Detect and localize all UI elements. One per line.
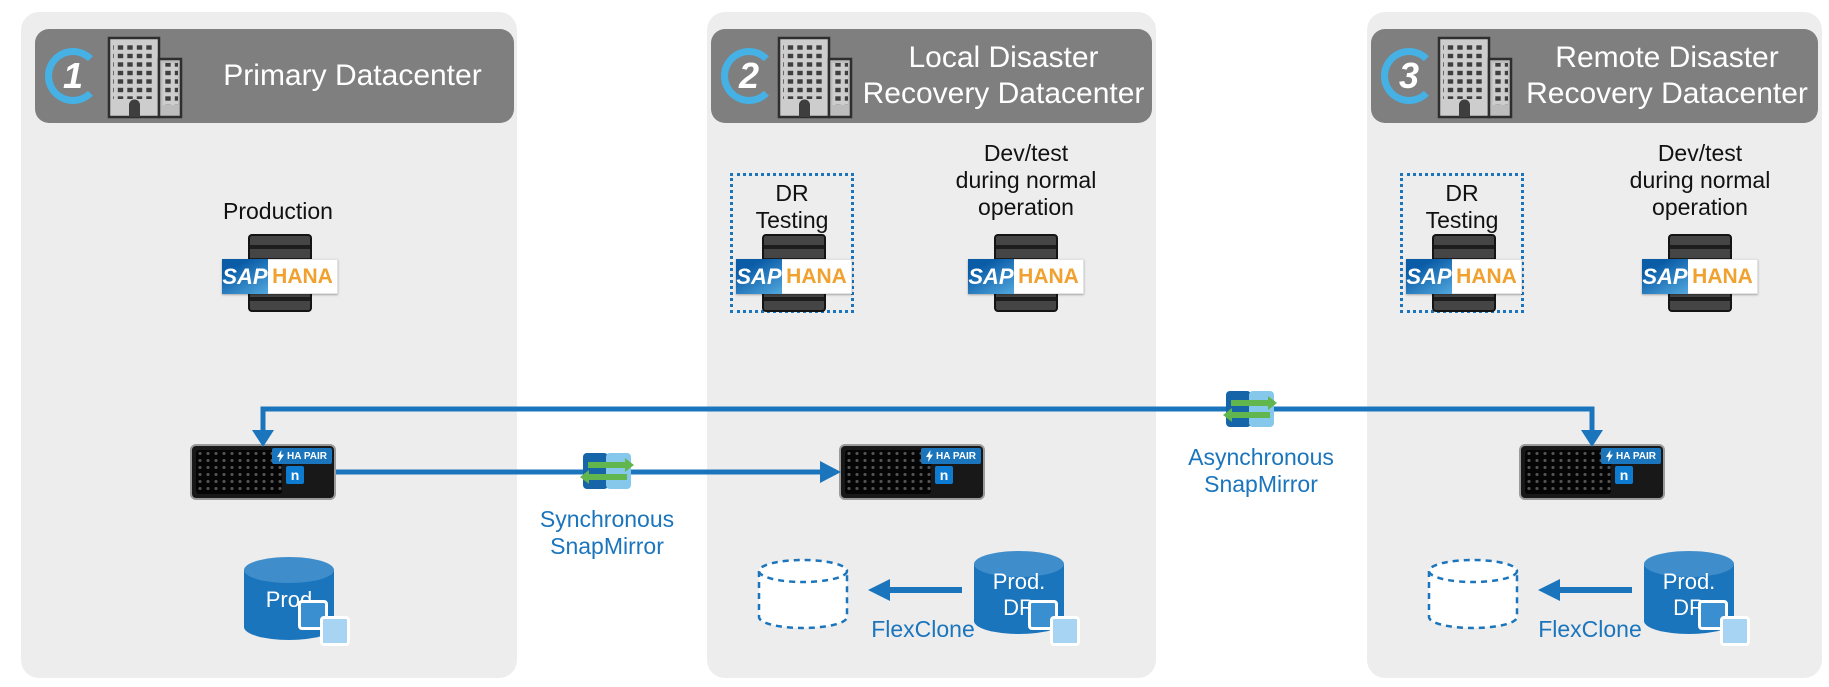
panel-header-local-dr: 2 Local Disaster Recovery Datacenter — [711, 29, 1152, 123]
hana-logo-text: HANA — [1014, 259, 1084, 294]
sap-hana-logo: SAP HANA — [736, 259, 852, 294]
building-icon — [107, 36, 183, 119]
clone-square-back — [1028, 600, 1058, 630]
netapp-logo: n — [935, 466, 953, 484]
hana-logo-text: HANA — [1452, 259, 1522, 294]
production-label: Production — [223, 198, 333, 224]
storage-ha-pair-primary: n HA PAIR — [190, 444, 336, 500]
sap-hana-server-devtest: SAP HANA — [968, 234, 1084, 312]
cylinder-label-line: Prod. — [1662, 569, 1716, 594]
drive-bays — [1525, 450, 1611, 494]
sap-hana-logo: SAP HANA — [968, 259, 1084, 294]
dr-testing-label: DR Testing — [755, 180, 829, 233]
clone-square-front — [1050, 616, 1080, 646]
badge-number: 1 — [62, 55, 84, 96]
building-icon — [1437, 36, 1513, 119]
sap-hana-logo: SAP HANA — [1642, 259, 1758, 294]
lightning-icon — [926, 450, 933, 462]
panel-primary-datacenter: 1 Primary Datacenter — [21, 12, 517, 678]
snapmirror-icon-sync — [578, 442, 636, 500]
flexclone-copies-icon — [298, 600, 356, 650]
netapp-logo: n — [1615, 466, 1633, 484]
sap-logo-text: SAP — [1642, 259, 1688, 294]
hana-logo-text: HANA — [782, 259, 852, 294]
panel-header-primary: 1 Primary Datacenter — [35, 29, 514, 123]
sap-hana-server-production: SAP HANA — [222, 234, 338, 312]
step-badge-2: 2 — [721, 48, 777, 104]
sap-logo-text: SAP — [1406, 259, 1452, 294]
storage-ha-pair-remote-dr: n HA PAIR — [1519, 444, 1665, 500]
panel-title-line: Primary Datacenter — [223, 59, 482, 92]
panel-title-line: Remote Disaster — [1555, 41, 1779, 74]
storage-ha-pair-local-dr: n HA PAIR — [839, 444, 985, 500]
badge-arc-icon — [721, 48, 777, 104]
lightning-icon — [277, 450, 284, 462]
drive-bays — [845, 450, 931, 494]
flexclone-copies-icon — [1028, 600, 1086, 650]
ha-pair-badge: HA PAIR — [921, 448, 981, 464]
sap-hana-server-dr-testing: SAP HANA — [1406, 234, 1522, 312]
lightning-icon — [1606, 450, 1613, 462]
sap-logo-text: SAP — [968, 259, 1014, 294]
clone-volume-cylinder-dashed — [1423, 557, 1523, 636]
hana-logo-text: HANA — [268, 259, 338, 294]
badge-arc-icon — [1381, 48, 1437, 104]
devtest-label: Dev/test during normal operation — [1629, 140, 1771, 220]
clone-square-front — [1720, 616, 1750, 646]
devtest-label: Dev/test during normal operation — [955, 140, 1097, 220]
badge-number: 3 — [1398, 55, 1420, 96]
panel-remote-dr-datacenter: 3 Remote Disaster Recovery Datacenter DR… — [1367, 12, 1822, 678]
badge-number: 2 — [738, 55, 760, 96]
panel-local-dr-datacenter: 2 Local Disaster Recovery Datacenter DR … — [707, 12, 1156, 678]
panel-title: Primary Datacenter — [205, 29, 500, 123]
flexclone-label-remote: FlexClone — [1538, 616, 1642, 642]
ha-pair-badge: HA PAIR — [1601, 448, 1661, 464]
snapmirror-icon-async — [1221, 380, 1279, 438]
drive-bays — [196, 450, 282, 494]
cylinder-label-line: Prod. — [992, 569, 1046, 594]
panel-title: Remote Disaster Recovery Datacenter — [1523, 29, 1811, 123]
sap-logo-text: SAP — [222, 259, 268, 294]
async-snapmirror-label: Asynchronous SnapMirror — [1188, 444, 1334, 497]
dr-testing-box: DR Testing SAP HANA — [730, 173, 854, 313]
panel-title: Local Disaster Recovery Datacenter — [861, 29, 1146, 123]
clone-square-front — [320, 616, 350, 646]
dr-testing-box: DR Testing SAP HANA — [1400, 173, 1524, 313]
step-badge-1: 1 — [45, 48, 101, 104]
panel-header-remote-dr: 3 Remote Disaster Recovery Datacenter — [1371, 29, 1818, 123]
panel-title-line: Recovery Datacenter — [862, 77, 1145, 110]
panel-title-line: Recovery Datacenter — [1526, 77, 1808, 110]
sap-hana-logo: SAP HANA — [1406, 259, 1522, 294]
sap-logo-text: SAP — [736, 259, 782, 294]
building-icon — [777, 36, 853, 119]
hana-logo-text: HANA — [1688, 259, 1758, 294]
sap-hana-logo: SAP HANA — [222, 259, 338, 294]
clone-volume-cylinder-dashed — [753, 557, 853, 636]
flexclone-label-local: FlexClone — [871, 616, 975, 642]
ha-pair-badge: HA PAIR — [272, 448, 332, 464]
dr-testing-label: DR Testing — [1425, 180, 1499, 233]
sap-hana-server-devtest: SAP HANA — [1642, 234, 1758, 312]
sap-hana-server-dr-testing: SAP HANA — [736, 234, 852, 312]
sync-snapmirror-label: Synchronous SnapMirror — [539, 506, 675, 559]
step-badge-3: 3 — [1381, 48, 1437, 104]
netapp-logo: n — [286, 466, 304, 484]
panel-title-line: Local Disaster — [908, 41, 1099, 74]
badge-arc-icon — [45, 48, 101, 104]
flexclone-copies-icon — [1698, 600, 1756, 650]
